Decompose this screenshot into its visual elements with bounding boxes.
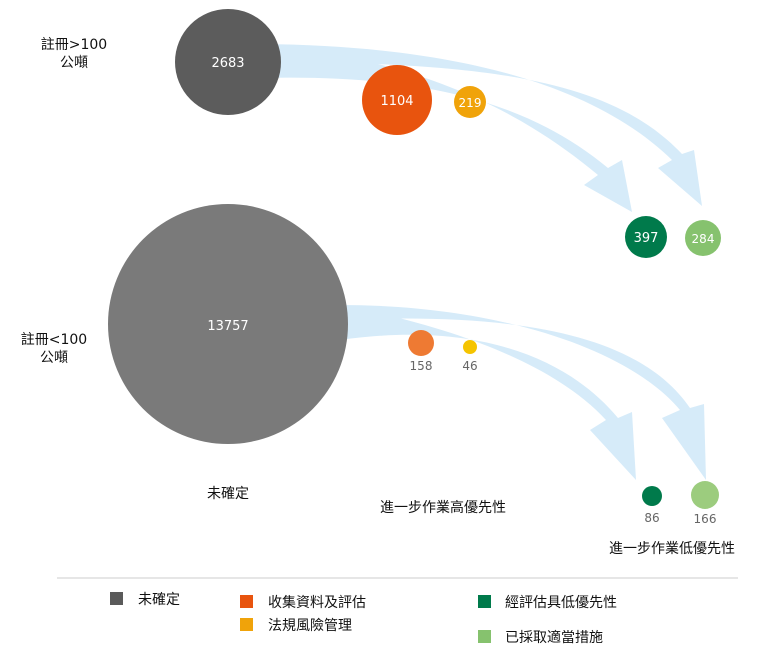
annotation-undetermined: 未確定 xyxy=(207,486,249,502)
flow-arrow-row1-high xyxy=(262,44,632,212)
legend-item-high-priority: 經評估具低優先性 xyxy=(478,595,617,611)
row1-bubbles: 2683 1104 219 397 284 xyxy=(175,9,721,258)
row1-label-line2: 公噸 xyxy=(60,55,88,71)
bubble-row2-high-priority xyxy=(642,486,662,506)
flow-arrow-row1-low xyxy=(262,44,702,206)
bubble-row1-regulatory-risk xyxy=(454,86,486,118)
bubble-row1-action-taken xyxy=(685,220,721,256)
legend-item-action-taken: 已採取適當措施 xyxy=(478,629,603,646)
annotation-further-high: 進一步作業高優先性 xyxy=(380,499,506,516)
legend-item-undetermined: 未確定 xyxy=(110,592,180,608)
annotation-further-low: 進一步作業低優先性 xyxy=(609,541,735,557)
bubble-row2-collect-data xyxy=(408,330,434,356)
legend-swatch-high-priority xyxy=(478,595,491,608)
bubble-row2-high-priority-value: 86 xyxy=(644,511,659,525)
bubble-row1-high-priority-value: 397 xyxy=(634,231,659,246)
legend-swatch-collect-data xyxy=(240,595,253,608)
legend-label-regulatory-risk: 法規風險管理 xyxy=(268,618,352,634)
bubble-row2-regulatory-risk-value: 46 xyxy=(462,359,477,373)
bubble-row2-action-taken-value: 166 xyxy=(694,512,717,526)
legend-swatch-action-taken xyxy=(478,630,491,643)
bubble-row1-undetermined-value: 2683 xyxy=(211,56,244,71)
bubble-row2-collect-data-value: 158 xyxy=(410,359,433,373)
legend-label-action-taken: 已採取適當措施 xyxy=(505,629,603,646)
legend-swatch-undetermined xyxy=(110,592,123,605)
annotations: 未確定 進一步作業高優先性 進一步作業低優先性 xyxy=(207,486,735,557)
row2-bubbles: 13757 158 46 86 166 xyxy=(108,204,719,526)
bubble-row1-action-taken-value: 284 xyxy=(692,232,715,246)
bubble-row1-high-priority xyxy=(625,216,667,258)
bubble-row1-collect-data-value: 1104 xyxy=(380,94,413,109)
bubble-row1-collect-data xyxy=(362,65,432,135)
flow-arrows-row2 xyxy=(340,305,706,480)
legend-item-collect-data: 收集資料及評估 xyxy=(240,594,366,611)
bubble-row2-action-taken xyxy=(691,481,719,509)
legend-item-regulatory-risk: 法規風險管理 xyxy=(240,618,352,634)
legend-label-collect-data: 收集資料及評估 xyxy=(268,594,366,611)
bubble-row2-regulatory-risk xyxy=(463,340,477,354)
row-labels: 註冊>100 公噸 註冊<100 公噸 xyxy=(21,37,107,366)
bubble-row1-regulatory-risk-value: 219 xyxy=(459,96,482,110)
bubble-row2-undetermined xyxy=(108,204,348,444)
flow-arrows-row1 xyxy=(262,44,702,212)
legend: 未確定 收集資料及評估 法規風險管理 經評估具低優先性 已採取適當措施 xyxy=(110,592,617,646)
row2-label-line1: 註冊<100 xyxy=(21,332,87,348)
legend-swatch-regulatory-risk xyxy=(240,618,253,631)
bubble-row1-undetermined xyxy=(175,9,281,115)
row1-label-line1: 註冊>100 xyxy=(41,37,107,53)
legend-label-undetermined: 未確定 xyxy=(138,592,180,608)
flow-arrow-row2-high xyxy=(340,305,636,480)
bubble-row2-undetermined-value: 13757 xyxy=(207,319,248,334)
legend-label-high-priority: 經評估具低優先性 xyxy=(505,595,617,611)
row2-label-line2: 公噸 xyxy=(40,350,68,366)
